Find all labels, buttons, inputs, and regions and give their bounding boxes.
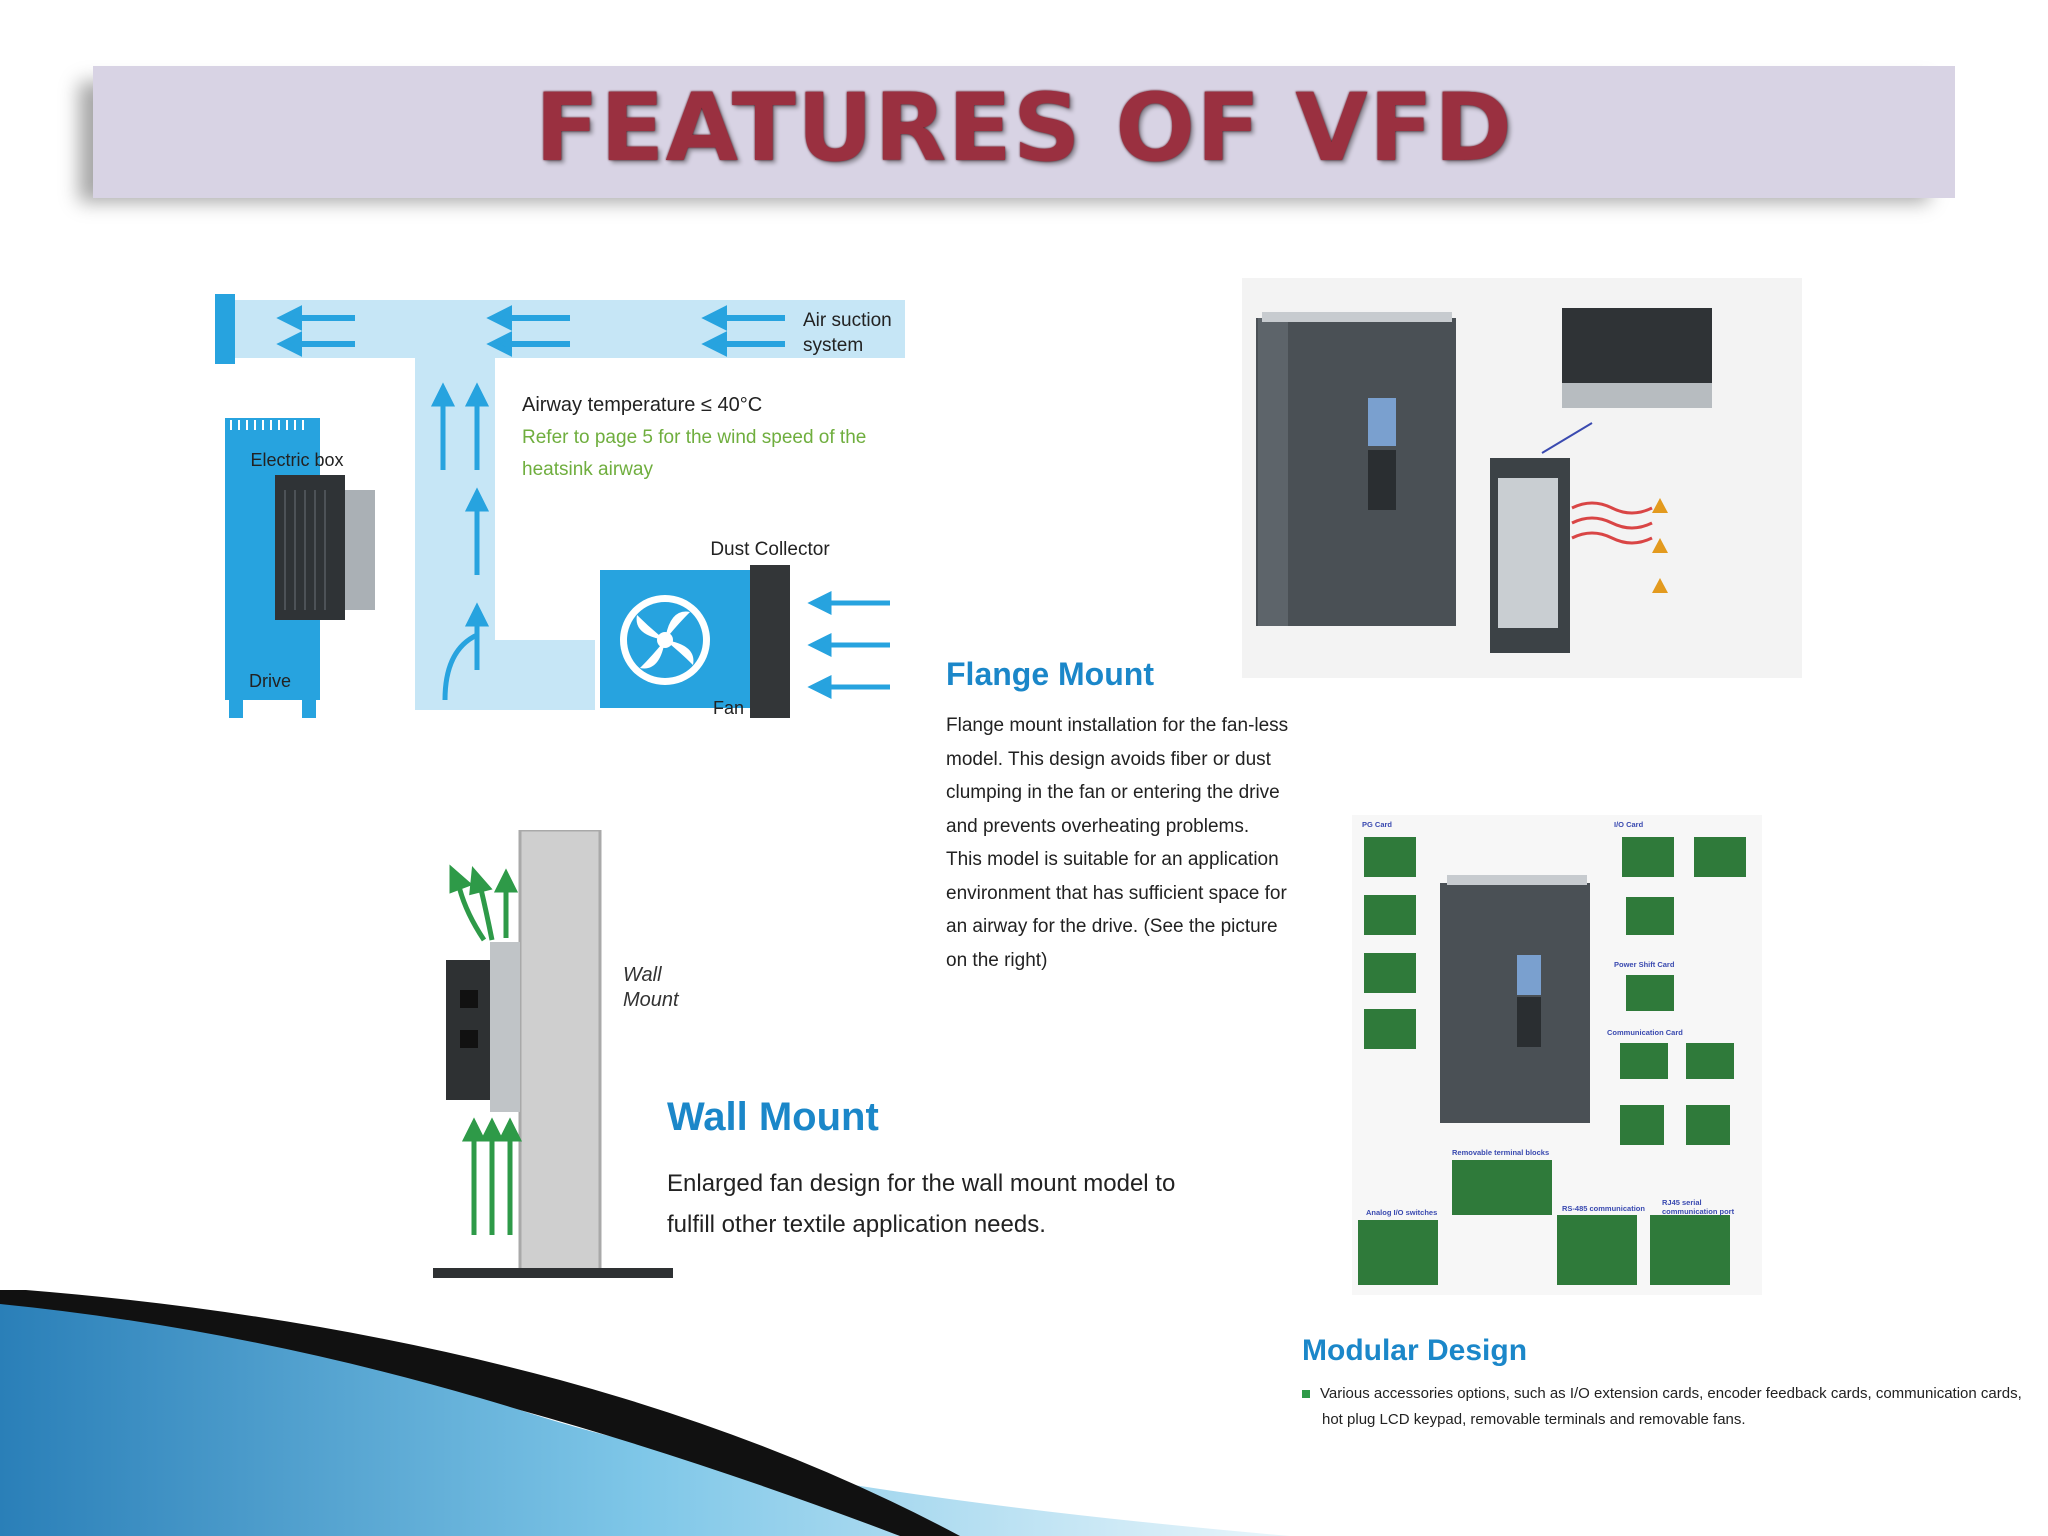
bullet-icon bbox=[1302, 1390, 1310, 1399]
terminal-block bbox=[1452, 1160, 1552, 1215]
modular-design-description: Various accessories options, such as I/O… bbox=[1302, 1381, 2022, 1433]
vfd-cabinet bbox=[1256, 318, 1456, 626]
card-thumbnails bbox=[1358, 837, 1746, 1285]
wall-mount-description: Enlarged fan design for the wall mount m… bbox=[667, 1170, 1176, 1238]
arrow-line bbox=[1541, 422, 1593, 454]
keypad-display bbox=[1368, 398, 1396, 446]
io-card-label: I/O Card bbox=[1614, 820, 1644, 829]
airway-diagram: Air suction system Airway temperature ≤ … bbox=[215, 290, 915, 730]
fan-label: Fan bbox=[713, 698, 744, 718]
warning-icon-3 bbox=[1652, 578, 1668, 593]
warning-icon-2 bbox=[1652, 538, 1668, 553]
pg-card-label: PG Card bbox=[1362, 820, 1392, 829]
modular-design-title: Modular Design bbox=[1302, 1334, 1528, 1367]
air-suction-label: Air suction bbox=[803, 310, 892, 331]
warning-icon bbox=[1652, 498, 1668, 513]
removable-terminal-label: Removable terminal blocks bbox=[1452, 1148, 1549, 1157]
decorative-swoosh bbox=[0, 1290, 1300, 1536]
modular-accessories-photo: PG Card I/O Card Power Shift Card Commun… bbox=[1352, 815, 1762, 1295]
wall-mount-label: Wall Mount bbox=[623, 964, 679, 1011]
slide-title: FEATURES OF VFD bbox=[534, 74, 1514, 183]
airway-temp-label: Airway temperature ≤ 40°C bbox=[522, 394, 762, 416]
duct-end-bar bbox=[215, 294, 235, 364]
rj45-label-2: communication port bbox=[1662, 1207, 1735, 1216]
flange-drive-photo bbox=[1242, 278, 1802, 678]
analog-io-label: Analog I/O switches bbox=[1366, 1208, 1437, 1217]
air-suction-label-2: system bbox=[803, 335, 863, 356]
wall-mount-diagram bbox=[430, 830, 700, 1280]
drive-label: Drive bbox=[249, 671, 291, 691]
dust-collector-label: Dust Collector bbox=[710, 539, 830, 560]
wall bbox=[520, 830, 600, 1270]
wall-mount-title: Wall Mount bbox=[667, 1095, 879, 1139]
drive-unit bbox=[275, 475, 345, 620]
wind-speed-note: Refer to page 5 for the wind speed of th… bbox=[522, 427, 866, 448]
flange-mount-title: Flange Mount bbox=[946, 656, 1154, 692]
title-band: FEATURES OF VFD bbox=[93, 66, 1955, 198]
rj45-label: RJ45 serial bbox=[1662, 1198, 1702, 1207]
floor-base bbox=[433, 1268, 673, 1278]
power-shift-card-label: Power Shift Card bbox=[1614, 960, 1675, 969]
electric-box-label: Electric box bbox=[250, 450, 343, 470]
wind-speed-note-2: heatsink airway bbox=[522, 459, 653, 480]
dust-collector-filter bbox=[750, 565, 790, 718]
flange-mount-description: Flange mount installation for the fan-le… bbox=[946, 715, 1289, 971]
drive-unit-modular bbox=[1440, 883, 1590, 1123]
communication-card-label: Communication Card bbox=[1607, 1028, 1683, 1037]
suction-duct bbox=[235, 300, 905, 358]
rs485-label: RS-485 communication bbox=[1562, 1204, 1645, 1213]
